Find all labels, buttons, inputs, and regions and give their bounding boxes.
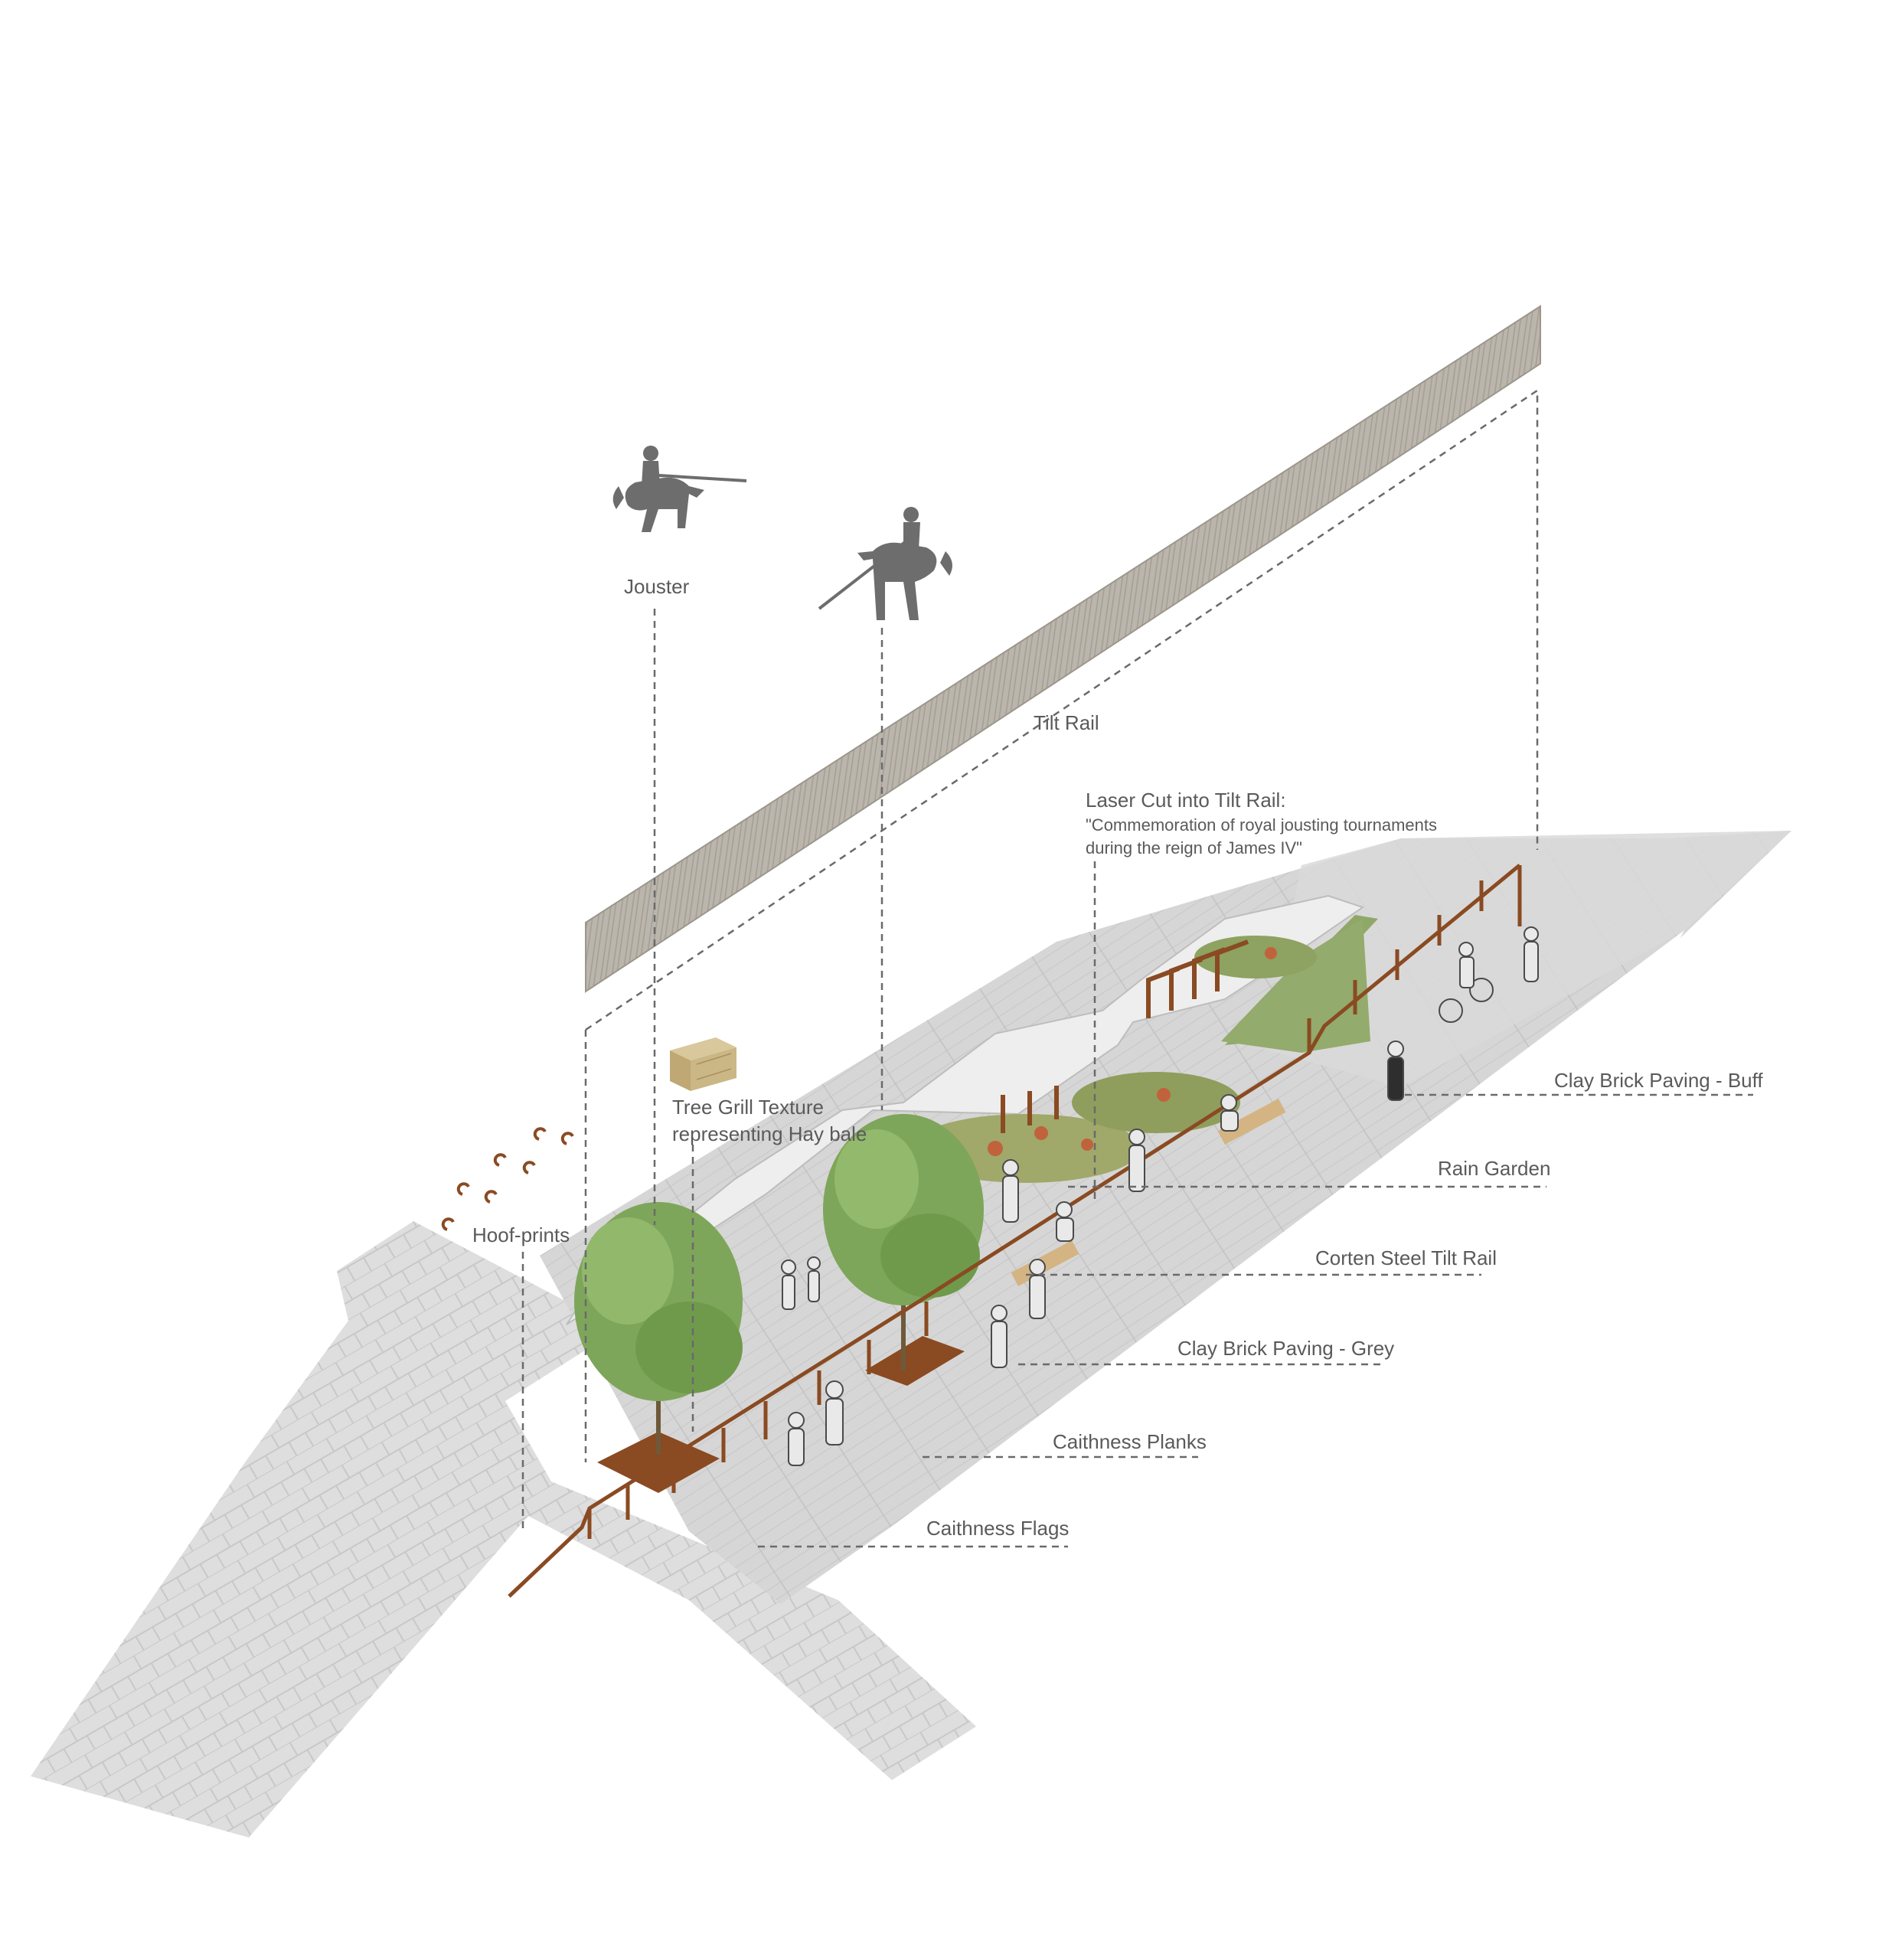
- hay-bale-icon: [670, 1037, 736, 1091]
- person: [1128, 1129, 1145, 1192]
- person: [1387, 1040, 1404, 1101]
- label-tree-grill-1: Tree Grill Texture: [672, 1096, 824, 1119]
- pedestrians: [781, 926, 1539, 1466]
- person: [807, 1256, 821, 1302]
- tree-right: [823, 1114, 984, 1370]
- jouster-icon: [818, 507, 952, 620]
- tree-left: [574, 1202, 743, 1455]
- tree-grill-right: [865, 1336, 965, 1386]
- person: [825, 1380, 844, 1446]
- label-tilt-rail: Tilt Rail: [1034, 711, 1099, 734]
- rain-garden: [566, 894, 1378, 1325]
- label-laser-cut-quote-2: during the reign of James IV": [1086, 838, 1302, 858]
- label-laser-cut-quote-1: "Commemoration of royal jousting tournam…: [1086, 815, 1437, 835]
- corten-steel-tilt-rail: [508, 864, 1522, 1598]
- label-jouster: Jouster: [624, 575, 690, 598]
- cyclist: [1439, 942, 1494, 1023]
- person: [1002, 1159, 1019, 1223]
- tilt-rail-panel: [585, 305, 1541, 993]
- person: [991, 1305, 1008, 1368]
- person: [788, 1412, 805, 1466]
- label-rain-garden: Rain Garden: [1438, 1157, 1550, 1180]
- label-corten-steel: Corten Steel Tilt Rail: [1315, 1246, 1497, 1269]
- label-caithness-flags: Caithness Flags: [926, 1517, 1069, 1540]
- label-clay-brick-grey: Clay Brick Paving - Grey: [1177, 1337, 1394, 1360]
- person: [1220, 1094, 1239, 1132]
- label-tree-grill-2: representing Hay bale: [672, 1122, 867, 1145]
- bench: [1217, 1099, 1286, 1145]
- person: [1029, 1259, 1046, 1319]
- caithness-flags-paving: [31, 1221, 976, 1838]
- jouster-icon: [612, 446, 747, 532]
- horseshoe-icon: [441, 1127, 574, 1231]
- person: [1056, 1201, 1074, 1242]
- corten-pergola: [1001, 939, 1249, 1133]
- person: [1524, 926, 1539, 982]
- label-caithness-planks: Caithness Planks: [1053, 1430, 1207, 1453]
- label-hoof-prints: Hoof-prints: [472, 1223, 570, 1246]
- person: [781, 1259, 796, 1310]
- label-clay-brick-buff: Clay Brick Paving - Buff: [1554, 1069, 1763, 1092]
- leader-lines: [521, 388, 1753, 1548]
- label-laser-cut-title: Laser Cut into Tilt Rail:: [1086, 789, 1286, 812]
